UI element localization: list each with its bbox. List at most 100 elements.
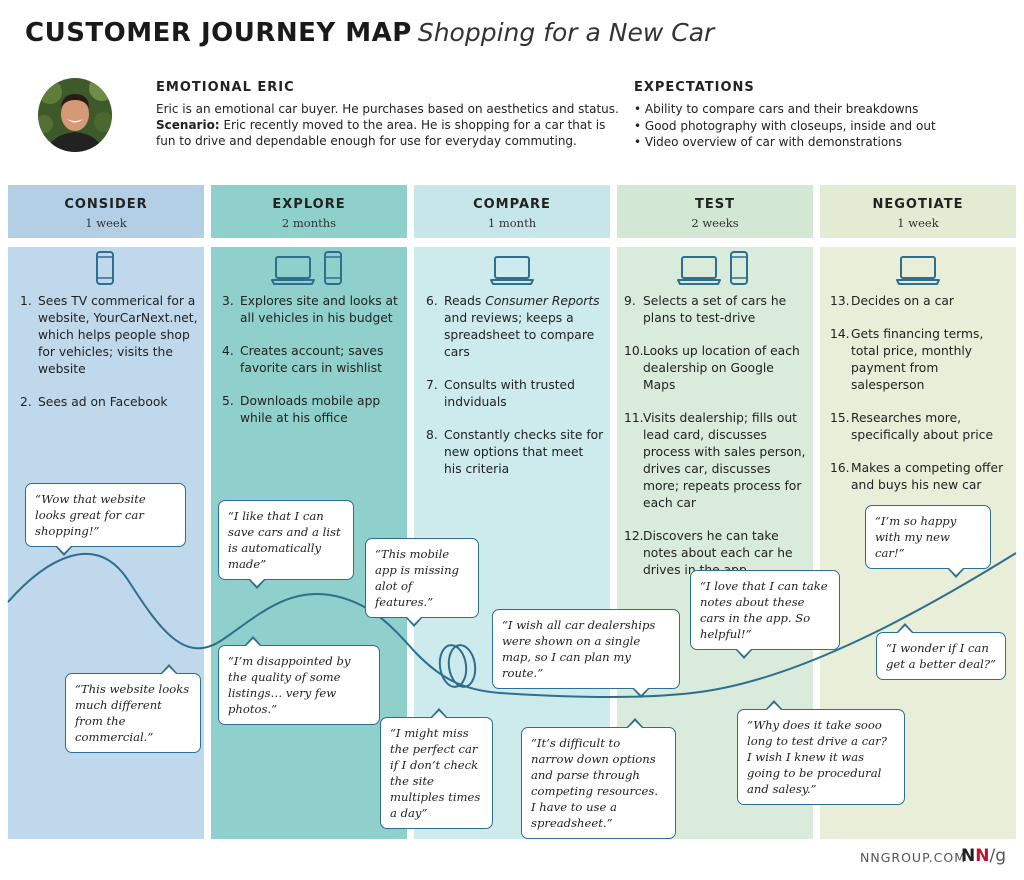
expectations-title: EXPECTATIONS: [634, 80, 755, 95]
logo-g: g: [995, 846, 1006, 866]
step-item: 4. Creates account; saves favorite cars i…: [222, 343, 400, 377]
phone-icon: [324, 251, 342, 285]
quote-bubble: “I wonder if I can get a better deal?”: [876, 623, 1006, 680]
quote-bubble: “I’m so happy with my new car!”: [865, 505, 991, 578]
persona-scenario: Scenario: Eric recently moved to the are…: [156, 117, 616, 149]
step-item: 10.Looks up location of each dealership …: [624, 343, 810, 394]
logo-n-red: N: [975, 846, 990, 866]
step-item: 15.Researches more, specifically about p…: [830, 410, 1012, 444]
phone-icon: [96, 251, 114, 285]
step-number: 7.: [426, 378, 438, 392]
stage-header-compare: COMPARE 1 month: [414, 185, 610, 238]
step-item: 8. Constantly checks site for new options…: [426, 427, 604, 478]
step-number: 6.: [426, 294, 438, 308]
stage-header-consider: CONSIDER 1 week: [8, 185, 204, 238]
persona-name: EMOTIONAL ERIC: [156, 80, 295, 95]
quote-bubble: “This mobile app is missing alot of feat…: [365, 538, 479, 627]
step-item: 9.Selects a set of cars he plans to test…: [624, 293, 810, 327]
stage-name: CONSIDER: [64, 197, 148, 212]
step-number: 12.: [624, 529, 644, 543]
expectation-item: Good photography with closeups, inside a…: [634, 118, 936, 135]
quote-bubble: “Wow that website looks great for car sh…: [25, 483, 186, 556]
laptop-icon: [896, 256, 940, 285]
step-text-em: Consumer Reports: [485, 294, 600, 308]
step-text: Sees TV commerical for a website, YourCa…: [38, 294, 198, 376]
scenario-label: Scenario:: [156, 118, 220, 132]
step-item: 11.Visits dealership; fills out lead car…: [624, 410, 810, 512]
step-text: Explores site and looks at all vehicles …: [240, 294, 398, 325]
nng-logo: NN/g: [961, 846, 1006, 866]
step-text: Downloads mobile app while at his office: [240, 394, 381, 425]
steps-consider: 1. Sees TV commerical for a website, Your…: [20, 293, 198, 427]
stage-duration: 1 week: [85, 216, 127, 230]
step-item: 2. Sees ad on Facebook: [20, 394, 198, 411]
step-item: 6. Reads Consumer Reports and reviews; ke…: [426, 293, 604, 361]
scenario-text: Eric recently moved to the area. He is s…: [156, 118, 606, 148]
step-number: 3.: [222, 294, 234, 308]
step-number: 11.: [624, 411, 644, 425]
stage-name: COMPARE: [473, 197, 551, 212]
quote-bubble: “Why does it take sooo long to test driv…: [737, 700, 905, 805]
expectation-item: Ability to compare cars and their breakd…: [634, 101, 936, 118]
step-text: Decides on a car: [851, 294, 954, 308]
footer-site: NNGROUP.COM: [860, 850, 966, 865]
step-number: 5.: [222, 394, 234, 408]
expectations-list: Ability to compare cars and their breakd…: [634, 101, 936, 151]
step-item: 16.Makes a competing offer and buys his …: [830, 460, 1012, 494]
quote-bubble: “It’s difficult to narrow down options a…: [521, 718, 676, 839]
stage-name: EXPLORE: [272, 197, 346, 212]
stage-name: TEST: [695, 197, 735, 212]
step-text: Sees ad on Facebook: [38, 395, 168, 409]
step-text: Visits dealership; fills out lead card, …: [643, 411, 806, 510]
step-number: 10.: [624, 344, 644, 358]
step-number: 14.: [830, 327, 850, 341]
step-item: 5. Downloads mobile app while at his offi…: [222, 393, 400, 427]
subtitle-text: Shopping for a New Car: [417, 18, 715, 47]
title-text: CUSTOMER JOURNEY MAP: [25, 18, 412, 48]
step-item: 3. Explores site and looks at all vehicle…: [222, 293, 400, 327]
steps-explore: 3. Explores site and looks at all vehicle…: [222, 293, 400, 443]
step-text: Constantly checks site for new options t…: [444, 428, 604, 476]
stage-duration: 1 month: [487, 216, 537, 230]
step-text-pre: Reads: [444, 294, 482, 308]
step-text: Creates account; saves favorite cars in …: [240, 344, 384, 375]
step-text: Looks up location of each dealership on …: [643, 344, 800, 392]
persona-description: Eric is an emotional car buyer. He purch…: [156, 102, 619, 116]
step-number: 13.: [830, 294, 850, 308]
stage-header-test: TEST 2 weeks: [617, 185, 813, 238]
steps-compare: 6. Reads Consumer Reports and reviews; ke…: [426, 293, 604, 494]
step-number: 1.: [20, 294, 32, 308]
step-item: 7. Consults with trusted indviduals: [426, 377, 604, 411]
step-text-post: and reviews; keeps a spreadsheet to comp…: [444, 311, 595, 359]
expectation-item: Video overview of car with demonstration…: [634, 134, 936, 151]
step-number: 16.: [830, 461, 850, 475]
stage-header-negotiate: NEGOTIATE 1 week: [820, 185, 1016, 238]
logo-slash: /: [989, 846, 996, 866]
laptop-icon: [271, 256, 315, 285]
step-text: Researches more, specifically about pric…: [851, 411, 994, 442]
phone-icon: [730, 251, 748, 285]
step-text: Gets financing terms, total price, month…: [851, 327, 984, 392]
quote-bubble: “I like that I can save cars and a list …: [218, 500, 354, 589]
stage-duration: 2 months: [281, 216, 337, 230]
step-item: 13.Decides on a car: [830, 293, 1012, 310]
step-text: Makes a competing offer and buys his new…: [851, 461, 1004, 492]
step-number: 2.: [20, 395, 32, 409]
quote-bubble: “I wish all car dealerships were shown o…: [492, 609, 680, 698]
quote-bubble: “This website looks much different from …: [65, 664, 201, 753]
laptop-icon: [490, 256, 534, 285]
step-text: Selects a set of cars he plans to test-d…: [643, 294, 787, 325]
step-item: 14.Gets financing terms, total price, mo…: [830, 326, 1012, 394]
quote-bubble: “I might miss the perfect car if I don’t…: [380, 708, 493, 829]
steps-negotiate: 13.Decides on a car 14.Gets financing te…: [830, 293, 1012, 510]
stage-duration: 2 weeks: [691, 216, 739, 230]
step-number: 8.: [426, 428, 438, 442]
step-text: Consults with trusted indviduals: [444, 378, 575, 409]
step-number: 4.: [222, 344, 234, 358]
laptop-icon: [677, 256, 721, 285]
quote-bubble: “I love that I can take notes about thes…: [690, 570, 840, 659]
persona-avatar: [38, 78, 112, 152]
quote-bubble: “I’m disappointed by the quality of some…: [218, 636, 380, 725]
